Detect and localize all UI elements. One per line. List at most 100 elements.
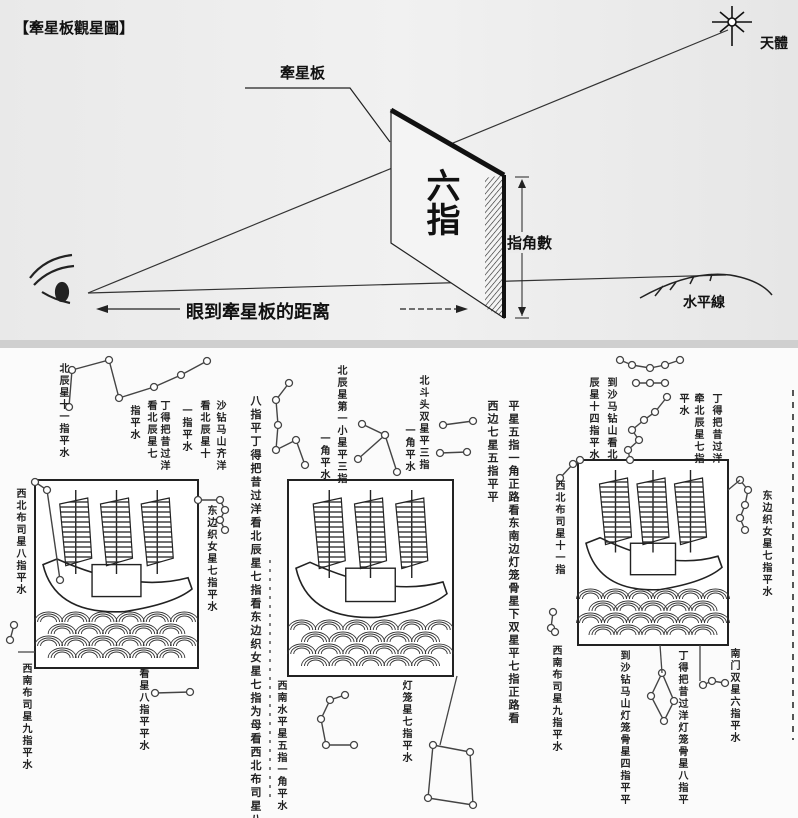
star-board-diagram-panel: 【牽星板觀星圖】 天體 牽星板 六指 指角數 眼到牽星板的距离 水平線	[0, 0, 798, 342]
wave	[115, 611, 145, 623]
wave	[704, 614, 727, 624]
wave	[304, 633, 327, 643]
wave	[411, 655, 440, 667]
wave	[604, 614, 627, 624]
constellation	[615, 355, 685, 373]
wave	[666, 602, 690, 612]
wave	[102, 623, 131, 635]
wave	[334, 659, 352, 667]
constellation-line	[384, 434, 398, 473]
wave	[629, 590, 652, 600]
star-node	[634, 435, 644, 445]
wave	[657, 616, 674, 624]
ship-sail	[140, 497, 174, 567]
star-node	[740, 500, 750, 510]
caption: 一角平水	[318, 433, 329, 481]
wave	[616, 602, 640, 612]
wave	[369, 643, 399, 655]
caption: 一角平水	[403, 425, 414, 473]
wave	[172, 637, 196, 647]
wave	[641, 602, 665, 612]
eye-icon	[29, 253, 75, 305]
ship-illustration	[287, 479, 454, 677]
ship-sail	[598, 477, 633, 546]
star-node	[669, 696, 679, 706]
wave	[400, 645, 424, 655]
wave	[591, 626, 615, 636]
wave	[682, 592, 699, 600]
constellation	[30, 477, 65, 585]
wave	[118, 613, 142, 623]
wave	[61, 635, 91, 647]
wave	[301, 631, 330, 643]
wave	[582, 616, 599, 624]
star-node	[392, 467, 402, 477]
star-node	[662, 392, 672, 402]
caption: 东边织女星七指平水	[205, 505, 216, 613]
wave	[411, 631, 440, 643]
star-node	[639, 415, 649, 425]
panel-divider	[0, 340, 798, 348]
wave	[34, 611, 64, 623]
star-node	[149, 382, 159, 392]
star-node	[220, 505, 230, 515]
wave	[80, 651, 98, 659]
ship-illustration	[34, 479, 199, 669]
star-node	[575, 455, 585, 465]
star-node	[176, 370, 186, 380]
wave	[403, 647, 421, 655]
wave	[654, 614, 677, 624]
star-node	[349, 740, 359, 750]
wave	[707, 592, 724, 600]
wave	[53, 627, 71, 635]
wave	[638, 624, 668, 636]
wave	[389, 659, 407, 667]
caption: 西北布司星十一指	[553, 480, 564, 576]
star-node	[284, 378, 294, 388]
wave	[386, 657, 410, 667]
star-node	[291, 435, 301, 445]
caption: 北辰星第一小星平三指	[335, 365, 346, 485]
wave	[47, 647, 77, 659]
star-icon	[712, 6, 752, 46]
arrow-up-icon	[518, 179, 526, 188]
star-node	[707, 676, 717, 686]
star-node	[316, 714, 326, 724]
wave	[74, 623, 104, 635]
wave	[348, 647, 366, 655]
wave	[613, 600, 643, 612]
constellation	[623, 392, 672, 465]
wave	[644, 604, 662, 612]
wave	[669, 604, 687, 612]
caption: 平水	[677, 393, 688, 417]
constellation	[64, 355, 212, 412]
star-node	[623, 445, 633, 455]
star-node	[150, 688, 160, 698]
star-node	[215, 495, 225, 505]
caption: 看北辰星七	[145, 400, 156, 460]
wave	[293, 623, 311, 631]
constellation	[735, 475, 753, 535]
ship-sail	[636, 477, 670, 546]
wave	[362, 635, 379, 643]
wave	[108, 651, 125, 659]
wave	[430, 647, 448, 655]
ship-sail	[673, 477, 708, 546]
connector-line	[439, 675, 458, 746]
wave	[691, 602, 715, 612]
caption: 到沙钻马山灯笼骨星四指平平	[618, 650, 629, 806]
constellation	[423, 740, 478, 810]
wave	[682, 616, 699, 624]
wave	[607, 616, 624, 624]
wave	[663, 600, 693, 612]
wave	[619, 604, 637, 612]
wave	[701, 612, 730, 624]
star-node	[465, 747, 475, 757]
wave	[362, 659, 379, 667]
star-node	[627, 425, 637, 435]
wave	[118, 637, 142, 647]
wave	[375, 623, 393, 631]
star-node	[215, 515, 225, 525]
wave	[135, 651, 153, 659]
wave	[121, 615, 139, 623]
